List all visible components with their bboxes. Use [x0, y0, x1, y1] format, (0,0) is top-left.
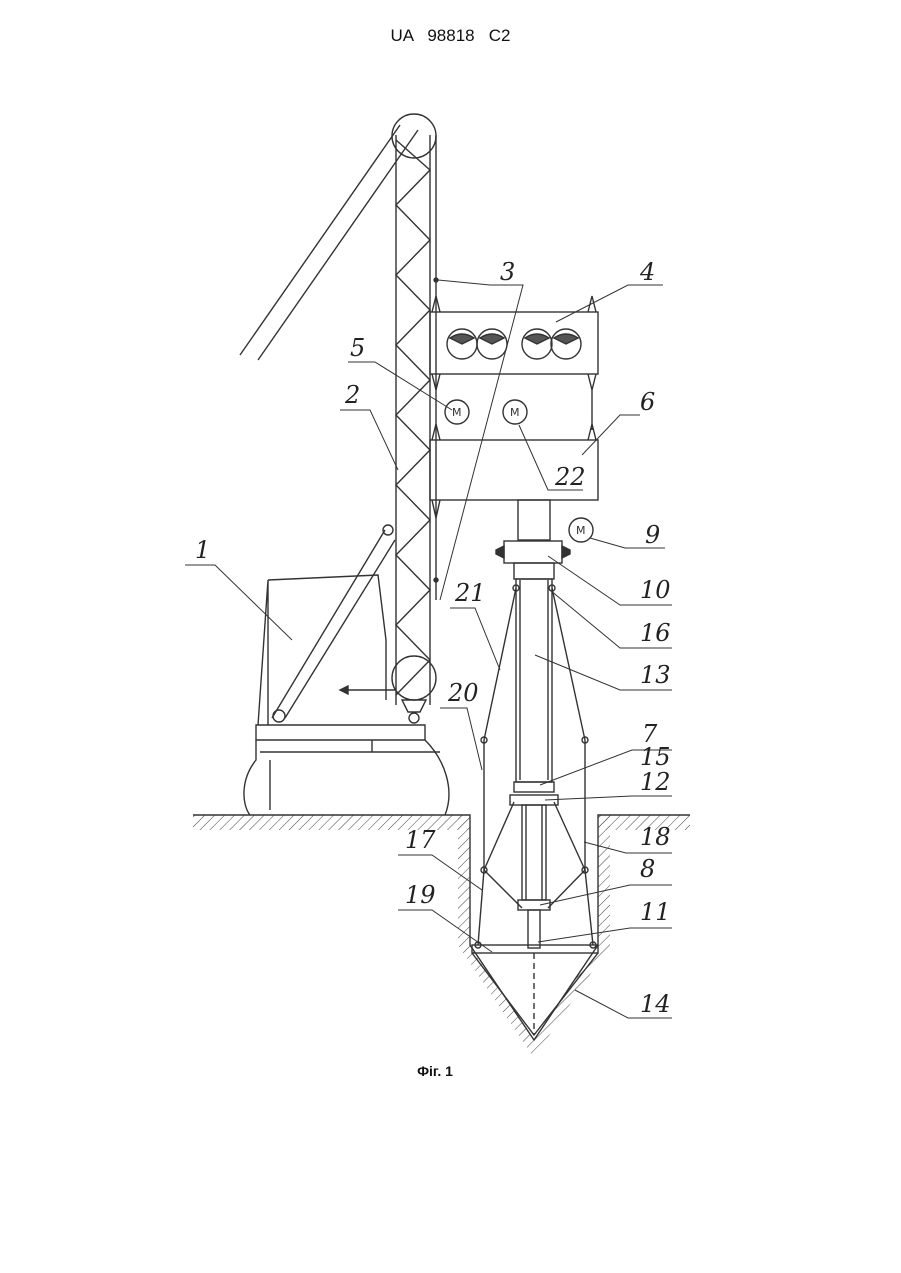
ref-label-1: 1	[195, 536, 210, 564]
ref-label-14: 14	[640, 990, 671, 1018]
motor-letter: M	[576, 524, 586, 537]
figure-caption: Фіг. 1	[0, 1063, 870, 1079]
ref-label-6: 6	[640, 388, 655, 416]
ref-label-15: 15	[640, 743, 671, 771]
ref-label-22: 22	[554, 463, 586, 491]
side-cables	[475, 585, 596, 948]
ref-label-20: 20	[447, 679, 479, 707]
ref-label-10: 10	[640, 576, 671, 604]
ref-label-2: 2	[344, 381, 360, 409]
ref-label-21: 21	[454, 579, 486, 607]
ref-label-9: 9	[645, 521, 660, 549]
motor-letter: M	[452, 406, 462, 419]
ref-label-16: 16	[640, 619, 671, 647]
ref-label-11: 11	[640, 898, 671, 926]
ref-label-13: 13	[640, 661, 671, 689]
ref-label-8: 8	[640, 855, 655, 883]
ref-label-17: 17	[405, 826, 436, 854]
ref-label-5: 5	[350, 334, 365, 362]
ground	[193, 815, 690, 1058]
drill-rod	[510, 563, 558, 948]
ref-label-12: 12	[640, 768, 671, 796]
ref-label-3: 3	[500, 258, 515, 286]
base-machine	[244, 525, 449, 815]
motor-letter: M	[510, 406, 520, 419]
ref-label-4: 4	[639, 258, 655, 286]
ref-label-18: 18	[640, 823, 671, 851]
ref-label-19: 19	[405, 881, 436, 909]
